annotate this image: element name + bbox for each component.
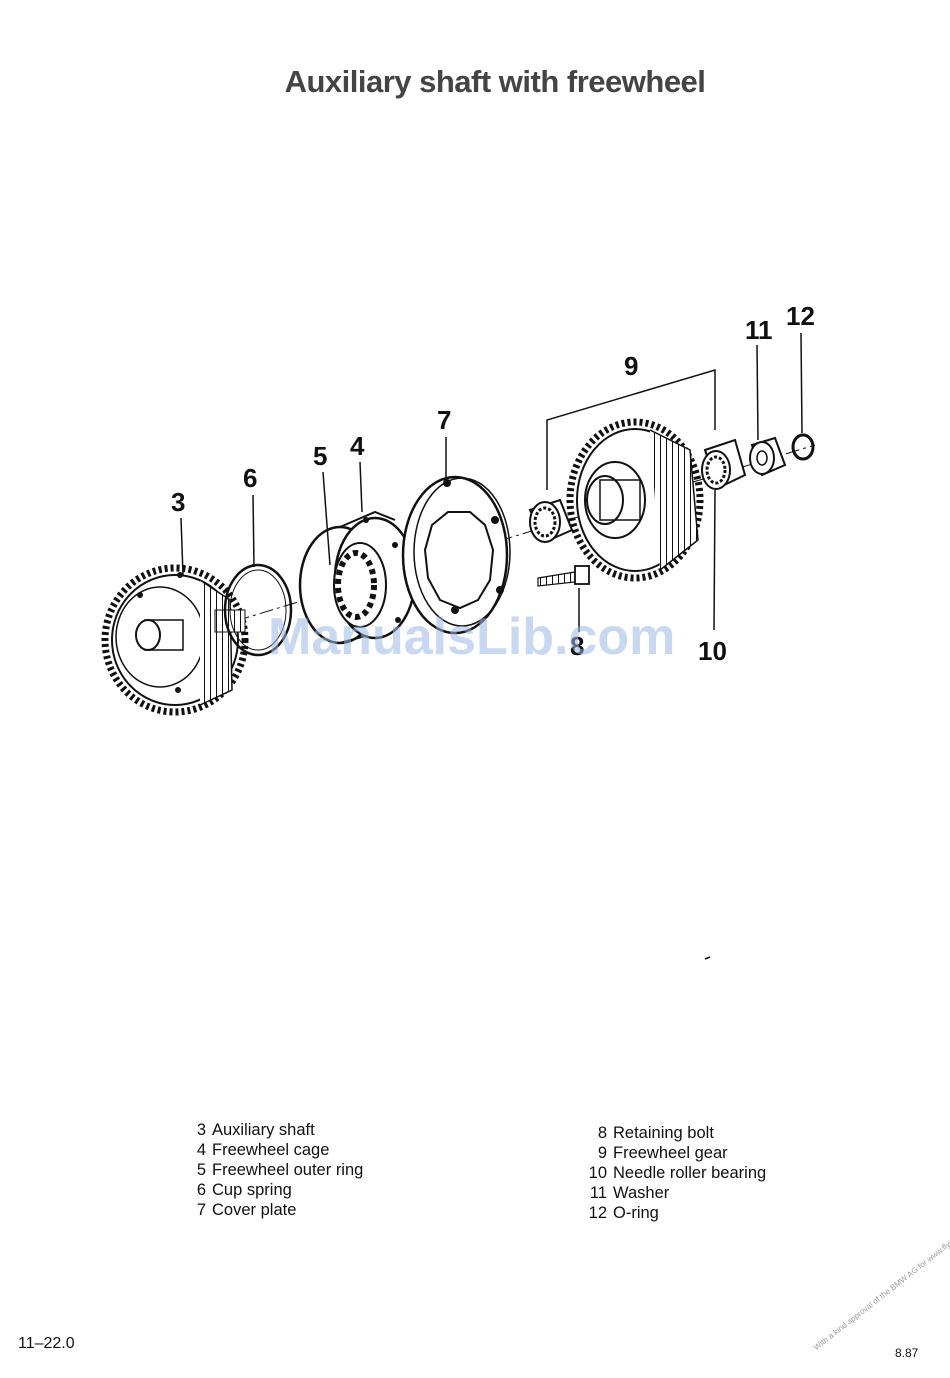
legend-item-label: O-ring xyxy=(613,1204,659,1222)
legend-item-number: 3 xyxy=(182,1120,206,1140)
legend-item-label: Auxiliary shaft xyxy=(212,1121,315,1139)
legend-item-number: 6 xyxy=(182,1180,206,1200)
legend-item: 9 Freewheel gear xyxy=(583,1143,766,1163)
retaining-bolt xyxy=(538,566,589,586)
legend-item: 10 Needle roller bearing xyxy=(583,1163,766,1183)
legend-item: 3 Auxiliary shaft xyxy=(182,1120,363,1140)
legend-item-label: Cover plate xyxy=(212,1201,296,1219)
legend-item-label: Freewheel outer ring xyxy=(212,1161,363,1179)
legend-item-number: 12 xyxy=(583,1203,607,1223)
legend-item-label: Needle roller bearing xyxy=(613,1164,766,1182)
callout-10: 10 xyxy=(698,636,727,666)
legend-item-label: Washer xyxy=(613,1184,669,1202)
needle-roller-bearing-left xyxy=(530,500,572,542)
legend-item-label: Cup spring xyxy=(212,1181,292,1199)
needle-roller-bearing-right xyxy=(702,440,745,489)
legend-item: 7 Cover plate xyxy=(182,1200,363,1220)
legend-item-number: 8 xyxy=(583,1123,607,1143)
legend-item: 6 Cup spring xyxy=(182,1180,363,1200)
legend-item-number: 9 xyxy=(583,1143,607,1163)
leader-line-3 xyxy=(181,518,183,575)
leader-line-10 xyxy=(714,490,715,630)
leader-line-4 xyxy=(360,462,362,512)
callout-11: 11 xyxy=(745,315,773,345)
freewheel-gear xyxy=(570,422,700,578)
leader-line-12 xyxy=(801,333,802,433)
legend-item-label: Retaining bolt xyxy=(613,1124,714,1142)
callout-9: 9 xyxy=(624,351,638,381)
watermark-text: ManualsLib.com xyxy=(268,608,675,666)
washer xyxy=(750,438,785,475)
callout-3: 3 xyxy=(171,487,185,517)
legend-item: 11 Washer xyxy=(583,1183,766,1203)
leader-line-6 xyxy=(253,495,254,567)
legend-item-number: 7 xyxy=(182,1200,206,1220)
stray-mark xyxy=(705,957,710,959)
legend-item-number: 10 xyxy=(583,1163,607,1183)
callout-12: 12 xyxy=(786,301,815,331)
leader-line-11 xyxy=(757,345,758,440)
legend-item: 12 O-ring xyxy=(583,1203,766,1223)
legend-item-number: 5 xyxy=(182,1160,206,1180)
legend-item-label: Freewheel gear xyxy=(613,1144,728,1162)
page-date: 8.87 xyxy=(895,1346,918,1360)
callout-7: 7 xyxy=(437,405,451,435)
page-number: 11–22.0 xyxy=(18,1335,75,1353)
legend-item-label: Freewheel cage xyxy=(212,1141,329,1159)
legend-item-number: 4 xyxy=(182,1140,206,1160)
callout-4: 4 xyxy=(350,431,365,461)
legend-right-column: 8 Retaining bolt 9 Freewheel gear 10 Needle… xyxy=(583,1123,766,1223)
legend-item: 4 Freewheel cage xyxy=(182,1140,363,1160)
legend-item: 5 Freewheel outer ring xyxy=(182,1160,363,1180)
legend-item: 8 Retaining bolt xyxy=(583,1123,766,1143)
legend-left-column: 3 Auxiliary shaft 4 Freewheel cage 5 Freewh… xyxy=(182,1120,363,1220)
auxiliary-shaft-gear xyxy=(105,568,245,712)
legend-item-number: 11 xyxy=(583,1183,607,1203)
callout-6: 6 xyxy=(243,463,257,493)
callout-5: 5 xyxy=(313,441,327,471)
